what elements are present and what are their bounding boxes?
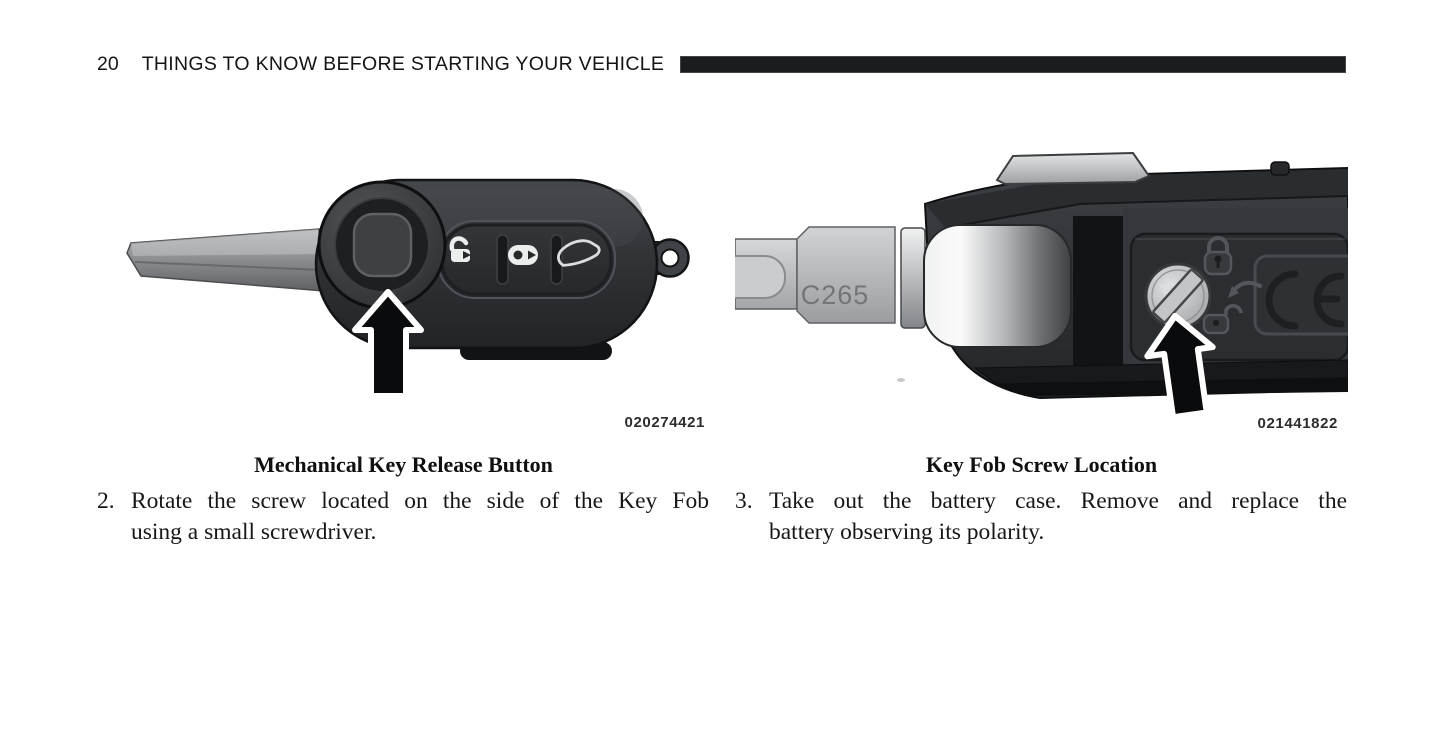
top-nub — [1270, 161, 1290, 176]
step-text-line: battery observing its polarity. — [769, 519, 1045, 545]
step-number: 3. — [735, 488, 753, 514]
hinge-barrel — [923, 224, 1072, 348]
figure-mechanical-key-release — [97, 92, 707, 422]
key-release-button — [317, 180, 447, 310]
pointer-arrow-icon — [1144, 313, 1216, 421]
lock-open-icon — [1202, 304, 1243, 335]
page-speck — [897, 378, 905, 382]
trunk-button-icon — [557, 239, 601, 267]
key-blade-label: C265 — [801, 280, 870, 310]
figure-caption: Key Fob Screw Location — [925, 452, 1158, 477]
step-item-2: 2. Rotate the screw located on the side … — [97, 486, 709, 548]
lock-closed-icon — [1203, 236, 1233, 276]
figure-caption: Mechanical Key Release Button — [254, 452, 553, 477]
pointer-arrow-icon — [352, 289, 424, 399]
screw-icon — [1144, 262, 1212, 330]
step-item-3: 3. Take out the battery case. Remove and… — [735, 486, 1347, 548]
button-divider — [550, 234, 563, 285]
page-number: 20 — [97, 53, 119, 75]
top-clip — [995, 151, 1151, 186]
page-header: 20 THINGS TO KNOW BEFORE STARTING YOUR V… — [97, 53, 1346, 76]
unlock-button-icon — [449, 236, 471, 262]
ce-mark-icon — [1253, 254, 1377, 336]
figure-id: 021441822 — [1257, 415, 1338, 432]
figure-key-fob-screw-location: C265 — [712, 140, 1377, 440]
figure-id: 020274421 — [624, 414, 705, 431]
button-divider — [496, 234, 509, 285]
key-fob-illustration — [126, 178, 690, 399]
key-blade — [126, 228, 326, 292]
step-number: 2. — [97, 488, 115, 514]
step-text-line: Take out the battery case. Remove and re… — [769, 488, 1347, 514]
step-text-line: using a small screwdriver. — [131, 519, 377, 545]
key-blade: C265 — [712, 226, 896, 324]
fob-top-face — [925, 169, 1349, 229]
body-gap-shadow — [1073, 216, 1123, 368]
lock-button-icon — [508, 245, 538, 265]
hinge-strip — [900, 227, 926, 329]
header-rule-bar — [680, 56, 1346, 73]
page-title: THINGS TO KNOW BEFORE STARTING YOUR VEHI… — [141, 53, 665, 75]
rotate-arrow-icon — [1228, 280, 1262, 298]
key-fob-side-illustration: C265 — [712, 151, 1377, 421]
step-text-line: Rotate the screw located on the side of … — [131, 488, 709, 514]
